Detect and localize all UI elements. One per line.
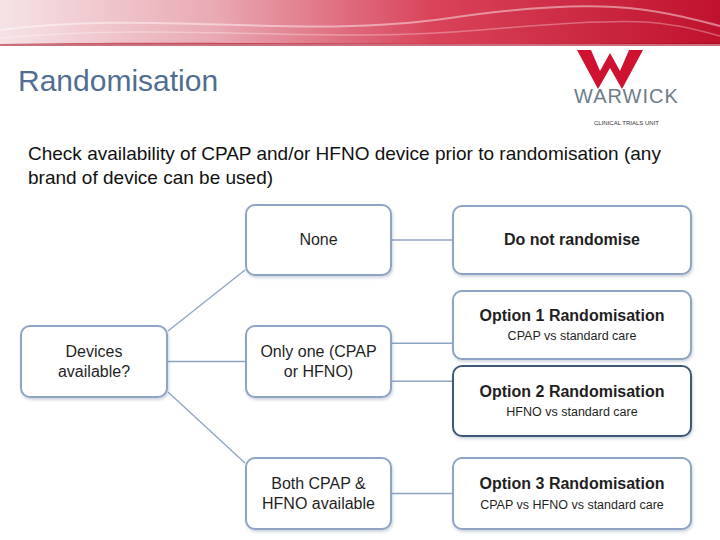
banner-band [0,0,720,44]
logo-wordmark: WARWICK [574,85,694,107]
outcome-box: Do not randomise [452,205,692,275]
box-text: None [299,230,337,250]
option-box: Option 1 RandomisationCPAP vs standard c… [452,290,692,360]
answer-box: Both CPAP & HFNO available [245,457,392,530]
box-text: Option 1 Randomisation [480,306,665,326]
connector-line [392,493,452,494]
connector-line [168,392,245,463]
box-subtext: HFNO vs standard care [506,405,637,420]
banner-wave [0,21,720,38]
box-text: Both CPAP & HFNO available [255,474,382,513]
box-text: Option 2 Randomisation [480,382,665,402]
answer-box: None [245,204,392,276]
box-text: Only one (CPAP or HFNO) [255,342,382,381]
box-text: Option 3 Randomisation [480,474,665,494]
connector-line [392,381,452,382]
option-box: Option 2 RandomisationHFNO vs standard c… [452,365,692,437]
box-text: Devices available? [30,342,158,381]
option-box: Option 3 RandomisationCPAP vs HFNO vs st… [452,457,692,530]
logo-mark [577,50,643,89]
connector-line [168,361,245,362]
logo-subtitle: CLINICAL TRIALS UNIT [594,120,684,127]
banner-edge [0,42,720,46]
answer-box: Only one (CPAP or HFNO) [245,325,392,398]
slide-title: Randomisation [18,64,218,98]
question-box: Devices available? [20,325,168,398]
connector-line [392,239,452,240]
box-subtext: CPAP vs HFNO vs standard care [480,498,664,513]
connector-line [392,343,452,344]
connector-line [168,270,245,331]
banner-wave [0,6,720,30]
instruction-text: Check availability of CPAP and/or HFNO d… [28,142,712,191]
box-subtext: CPAP vs standard care [508,329,637,344]
box-text: Do not randomise [504,230,640,250]
